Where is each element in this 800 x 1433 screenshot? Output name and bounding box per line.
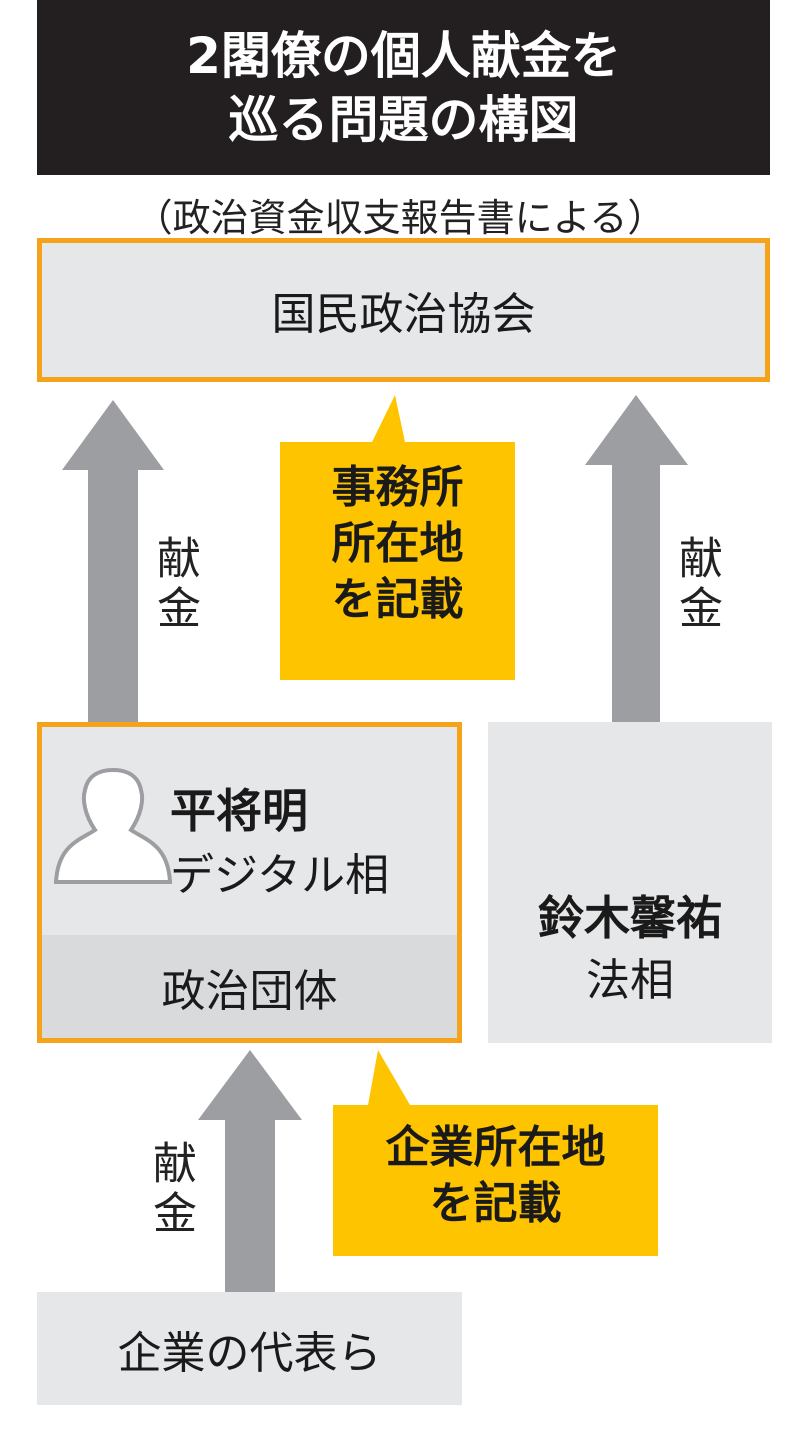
callout-office-line-1: 事務所 [331,462,464,513]
callout-office-line-3: を記載 [331,574,464,625]
title-line-1: 2閣僚の個人献金を [186,26,621,85]
callout-company-line-1: 企業所在地 [385,1122,606,1173]
callout-office: 事務所 所在地 を記載 [280,460,515,628]
donation-label-right: 献金 [671,535,722,635]
callout-office-line-2: 所在地 [331,518,464,569]
top-org-box: 国民政治協会 [37,238,770,382]
arrow-bottom-up-icon [198,1050,302,1293]
suzuki-box: 鈴木馨祐 法相 [488,722,772,1043]
callout-office-bubble [280,395,515,680]
callout-company-line-2: を記載 [429,1178,562,1229]
arrow-right-up-icon [585,395,688,725]
political-group-band [42,935,457,1038]
suzuki-name: 鈴木馨祐 [538,891,722,945]
donation-label-left: 献金 [149,535,200,635]
political-group-label: 政治団体 [161,965,338,1017]
title-banner: 2閣僚の個人献金を 巡る問題の構図 [37,0,770,175]
callout-company-bubble [333,1050,658,1256]
taira-name: 平将明 [170,784,308,838]
taira-box: 政治団体 平将明 デジタル相 [37,722,462,1043]
suzuki-role: 法相 [586,955,674,1006]
callout-company: 企業所在地 を記載 [333,1120,658,1232]
top-org-label: 国民政治協会 [271,289,536,340]
donation-label-bottom: 献金 [145,1140,196,1240]
title-line-2: 巡る問題の構図 [228,90,579,149]
company-reps-label: 企業の代表ら [117,1327,382,1379]
taira-role: デジタル相 [170,850,390,901]
company-reps-box: 企業の代表ら [37,1292,462,1405]
subtitle: （政治資金収支報告書による） [134,196,666,240]
